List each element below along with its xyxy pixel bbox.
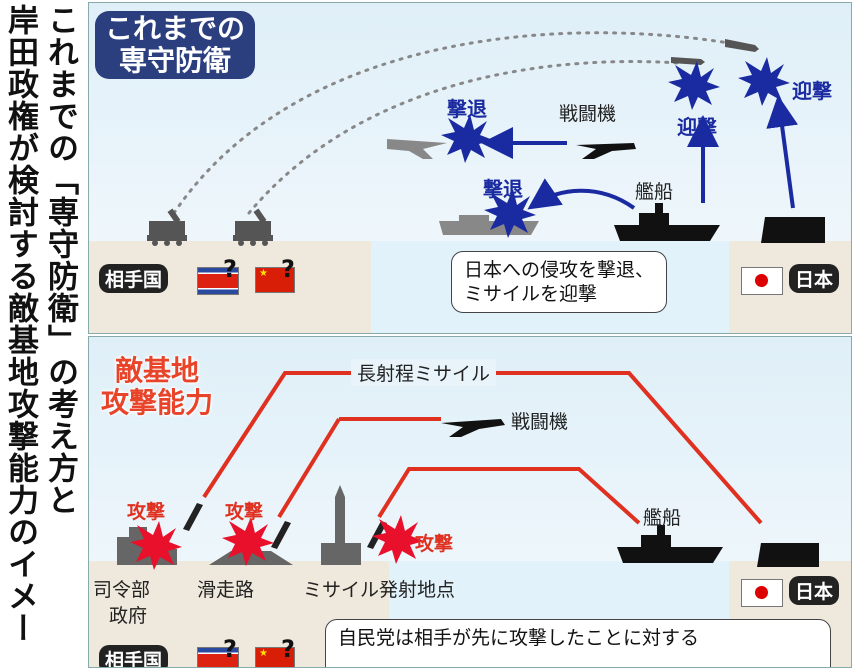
enemy-fighter-icon <box>387 139 447 159</box>
missile-trajectory-2 <box>247 60 681 215</box>
label-japan: 日本 <box>789 264 840 293</box>
label-intercept-2: 迎撃 <box>792 79 832 103</box>
summary-box-bottom: 自民党は相手が先に攻撃したことに対する <box>325 619 831 667</box>
heading-line-2: 専守防衛 <box>119 44 232 77</box>
top-panel-heading: これまでの 専守防衛 <box>95 11 256 79</box>
label-runway: 滑走路 <box>197 579 255 601</box>
question-mark-3: ? <box>223 635 237 663</box>
label-fighter: 戦闘機 <box>559 103 617 125</box>
explosion-icon-3 <box>668 61 720 110</box>
label-opponent-bottom: 相手国 <box>99 645 169 667</box>
arrow-ship-repel <box>527 178 636 210</box>
launcher-truck-icon-1 <box>147 208 187 246</box>
heading-line-2-bottom: 攻撃能力 <box>101 386 214 419</box>
explosion-icon-2 <box>484 189 536 238</box>
ship-icon <box>614 203 720 241</box>
label-fighter-bottom: 戦闘機 <box>511 411 569 433</box>
explosion-icon-1 <box>441 114 493 163</box>
summary-box-top: 日本への侵攻を撃退、 ミサイルを迎撃 <box>451 251 668 313</box>
box-line-1: 日本への侵攻を撃退、 <box>464 259 655 281</box>
missile-icon-b <box>271 521 291 549</box>
top-panel-graphics <box>147 31 825 246</box>
label-repel-1: 撃退 <box>447 97 487 121</box>
japan-flag-icon-bottom <box>741 579 783 607</box>
trajectory-ship <box>377 467 641 525</box>
label-launch-site: ミサイル発射地点 <box>303 579 456 601</box>
fighter-icon <box>576 143 636 159</box>
trajectory-fighter <box>277 417 441 519</box>
explosion-icon-c <box>372 515 424 564</box>
label-long-range-missile: 長射程ミサイル <box>351 359 497 386</box>
label-opponent: 相手国 <box>99 264 169 293</box>
launch-site-icon <box>321 485 361 565</box>
heading-line-1: これまでの <box>105 12 246 45</box>
launcher-truck-icon-2 <box>233 208 273 246</box>
japan-base-icon-bottom <box>757 543 819 567</box>
label-attack-3: 攻撃 <box>415 533 454 555</box>
missile-icon-1 <box>725 39 759 52</box>
box-line-2: ミサイルを迎撃 <box>464 283 598 305</box>
enemy-ship-icon <box>439 215 539 235</box>
fighter-icon-bottom <box>441 419 505 437</box>
ship-icon-bottom <box>617 525 723 563</box>
box-line-bottom: 自民党は相手が先に攻撃したことに対する <box>338 627 700 649</box>
heading-line-1-bottom: 敵基地 <box>115 354 200 387</box>
label-intercept-1: 迎撃 <box>677 115 717 139</box>
label-ship-bottom: 艦船 <box>643 507 682 529</box>
explosion-icon-b <box>222 517 274 566</box>
vertical-title-col1: 岸田政権が検討する敵基地攻撃能力のイメー <box>2 4 38 644</box>
label-attack-2: 攻撃 <box>225 501 264 523</box>
japan-base-icon <box>761 217 825 243</box>
china-flag-icon: ★ <box>255 267 295 293</box>
vertical-title-col2: これまでの「専守防衛」の考え方と <box>42 4 78 516</box>
label-attack-1: 攻撃 <box>127 501 166 523</box>
label-japan-bottom: 日本 <box>789 576 840 605</box>
explosion-icon-a <box>130 521 182 570</box>
panel-exclusive-defense: これまでの 専守防衛 戦闘機 艦船 撃退 撃退 迎撃 迎撃 相手国 ? ★ ? … <box>88 2 852 334</box>
label-repel-2: 撃退 <box>483 177 523 201</box>
north-korea-flag-icon <box>197 267 239 295</box>
panel-strike-capability: 敵基地 攻撃能力 長射程ミサイル 戦闘機 艦船 攻撃 攻撃 攻撃 司令部 政府 … <box>88 336 852 668</box>
explosion-icon-4 <box>738 57 790 106</box>
bottom-panel-heading: 敵基地 攻撃能力 <box>101 355 213 419</box>
label-government: 政府 <box>109 605 148 627</box>
question-mark-2: ? <box>281 255 295 283</box>
label-hq: 司令部 <box>93 579 151 601</box>
question-mark-4: ? <box>281 635 295 663</box>
arrow-base-intercept <box>766 95 799 209</box>
label-ship: 艦船 <box>635 181 674 203</box>
missile-icon-a <box>183 503 203 531</box>
japan-flag-icon <box>741 267 783 295</box>
question-mark-1: ? <box>223 255 237 283</box>
